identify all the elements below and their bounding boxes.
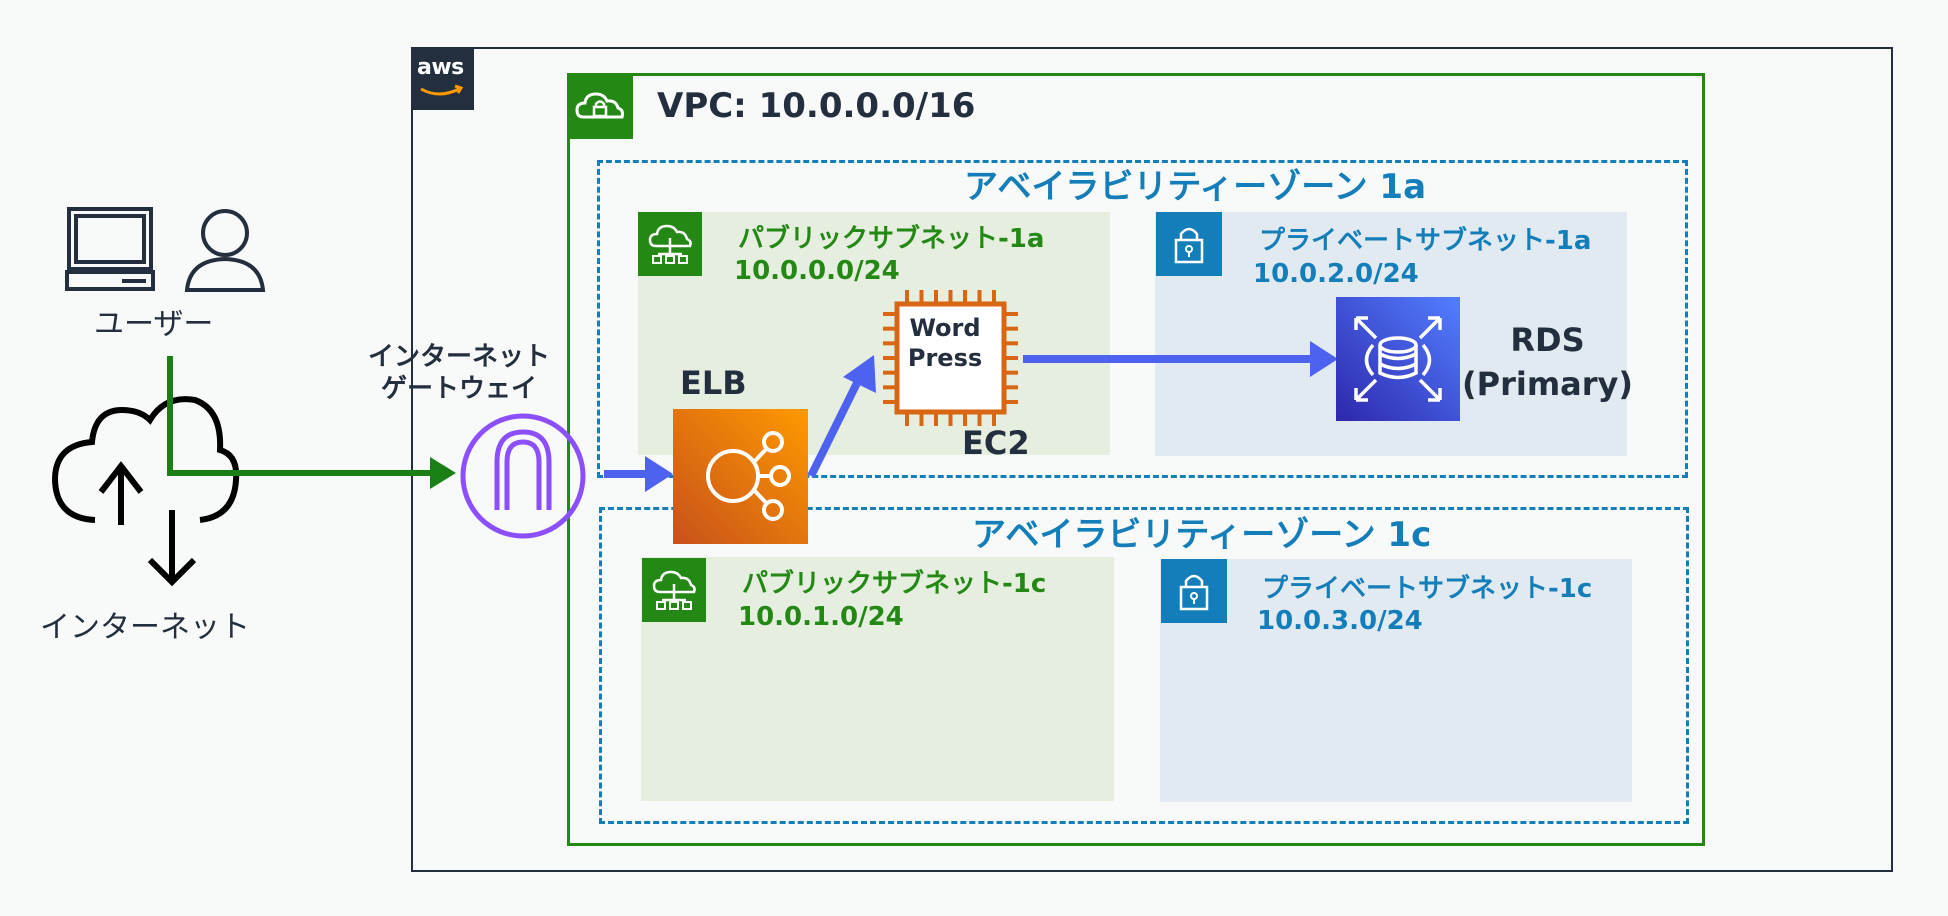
- rds-label-line2: (Primary): [1462, 365, 1634, 403]
- igw-label: インターネット ゲートウェイ: [368, 341, 550, 405]
- public-subnet-icon: [642, 558, 706, 622]
- public-subnet-1a-cidr: 10.0.0.0/24: [734, 256, 900, 286]
- az-1a-title: アベイラビリティーゾーン 1a: [964, 167, 1427, 207]
- laptop-icon: [65, 207, 155, 291]
- rds-label-line1: RDS: [1510, 321, 1585, 359]
- user-icon: [184, 209, 266, 292]
- igw-label-line1: インターネット: [368, 342, 551, 372]
- ec2-chip-line1: Word: [909, 314, 981, 342]
- availability-zone-1c: [599, 507, 1689, 824]
- igw-to-elb-arrow: [604, 456, 673, 492]
- ec2-label: EC2: [962, 424, 1030, 462]
- vpc-boundary: [567, 73, 1705, 846]
- public-subnet-1a-name: パブリックサブネット-1a: [738, 224, 1045, 254]
- elb-to-ec2-arrow: [807, 355, 876, 478]
- igw-label-line2: ゲートウェイ: [381, 374, 538, 404]
- aws-logo-text: aws: [417, 55, 464, 80]
- private-subnet-1c-cidr: 10.0.3.0/24: [1257, 606, 1423, 636]
- public-subnet-1c: [641, 557, 1114, 801]
- availability-zone-1a: [597, 160, 1688, 478]
- elb-icon: [673, 409, 808, 544]
- public-subnet-icon: [638, 212, 702, 276]
- public-subnet-1c-name: パブリックサブネット-1c: [742, 569, 1047, 599]
- rds-icon: [1336, 297, 1460, 421]
- ec2-chip-line2: Press: [907, 344, 983, 372]
- az-1c-title: アベイラビリティーゾーン 1c: [972, 515, 1432, 555]
- internet-gateway-icon: [460, 413, 586, 539]
- private-subnet-1a-cidr: 10.0.2.0/24: [1253, 259, 1419, 289]
- rds-label: RDS (Primary): [1462, 318, 1633, 406]
- private-subnet-1c-name: プライベートサブネット-1c: [1262, 574, 1593, 604]
- aws-logo: aws: [411, 47, 474, 110]
- aws-smile-icon: [420, 84, 464, 96]
- aws-cloud-boundary: [411, 47, 1893, 872]
- vpc-title: VPC: 10.0.0.0/16: [657, 86, 976, 126]
- user-to-igw-arrow: [167, 356, 456, 489]
- ec2-chip-label: Word Press: [880, 313, 1010, 373]
- vpc-icon: [567, 73, 633, 139]
- elb-label: ELB: [680, 364, 747, 402]
- private-subnet-icon: [1156, 212, 1222, 276]
- private-subnet-1a-name: プライベートサブネット-1a: [1259, 226, 1592, 256]
- ec2-chip-icon: [883, 290, 1018, 426]
- internet-cloud-icon: [51, 396, 240, 587]
- ec2-to-rds-arrow: [1023, 341, 1338, 377]
- user-label: ユーザー: [94, 307, 214, 342]
- internet-label: インターネット: [40, 610, 250, 645]
- public-subnet-1c-cidr: 10.0.1.0/24: [738, 602, 904, 632]
- private-subnet-1c: [1160, 559, 1632, 802]
- private-subnet-icon: [1161, 559, 1227, 623]
